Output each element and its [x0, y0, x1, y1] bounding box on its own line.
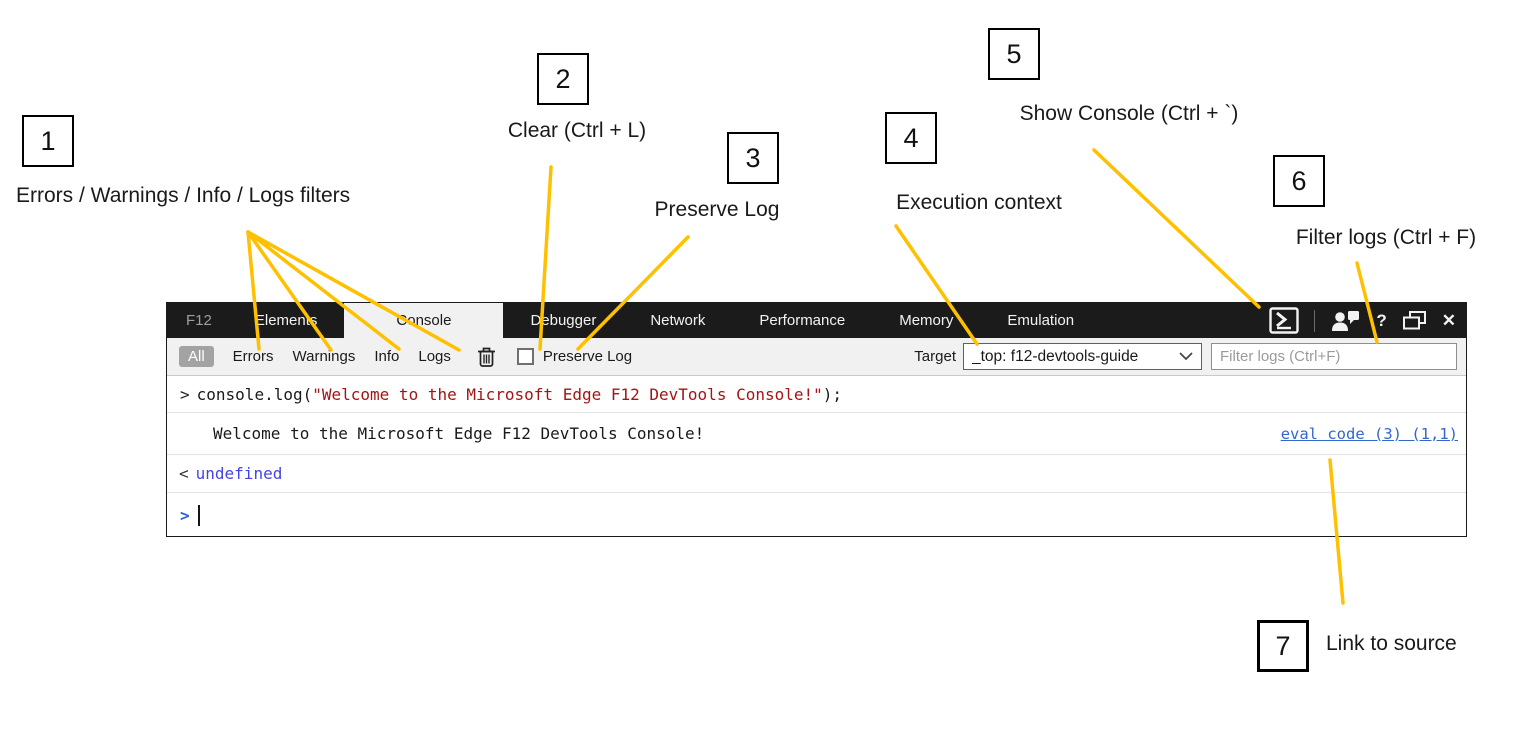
chevron-down-icon: [1179, 348, 1193, 366]
callout-number: 4: [903, 122, 919, 153]
tab-network[interactable]: Network: [650, 312, 706, 329]
callout-label-show-console: Show Console (Ctrl + `): [1019, 102, 1239, 125]
console-toolbar: All Errors Warnings Info Logs Preserve L…: [167, 338, 1466, 376]
code-suffix: );: [822, 384, 843, 404]
code-prefix: console.log(: [196, 384, 313, 404]
callout-box-6: 6: [1273, 155, 1325, 207]
result-value: undefined: [195, 464, 283, 483]
callout-box-2: 2: [537, 53, 589, 105]
devtools-titlebar: F12 Elements Console Debugger Network Pe…: [167, 303, 1466, 338]
console-log-row: Welcome to the Microsoft Edge F12 DevToo…: [167, 412, 1466, 454]
command-code: console.log("Welcome to the Microsoft Ed…: [197, 385, 842, 404]
clear-trash-icon[interactable]: [477, 346, 496, 368]
callout-number: 7: [1275, 630, 1291, 661]
unpin-restore-icon[interactable]: [1402, 310, 1427, 331]
callout-box-5: 5: [988, 28, 1040, 80]
titlebar-separator: [1314, 309, 1316, 332]
callout-number: 3: [745, 142, 761, 173]
console-command-row: > console.log("Welcome to the Microsoft …: [167, 376, 1466, 412]
feedback-person-icon[interactable]: [1330, 308, 1361, 333]
tab-elements[interactable]: Elements: [254, 312, 318, 329]
callout-number: 5: [1006, 38, 1022, 69]
callout-box-1: 1: [22, 115, 74, 167]
console-output-area: > console.log("Welcome to the Microsoft …: [167, 376, 1466, 538]
execution-context-value: _top: f12-devtools-guide: [972, 347, 1139, 365]
callout-number: 2: [555, 63, 571, 94]
devtools-window: F12 Elements Console Debugger Network Pe…: [166, 302, 1467, 537]
callout-box-7: 7: [1257, 620, 1309, 672]
devtools-tab-bar: Elements Console Debugger Network Perfor…: [228, 303, 1101, 338]
callout-label-filters: Errors / Warnings / Info / Logs filters: [16, 184, 351, 207]
console-input-row[interactable]: >: [167, 492, 1466, 538]
callout-label-execution-context: Execution context: [896, 191, 1062, 214]
tab-console[interactable]: Console: [344, 303, 504, 338]
callout-label-filter-logs: Filter logs (Ctrl + F): [1295, 226, 1477, 249]
tab-memory[interactable]: Memory: [899, 312, 954, 329]
filter-logs-input[interactable]: [1211, 343, 1457, 370]
code-string-literal: "Welcome to the Microsoft Edge F12 DevTo…: [312, 384, 823, 404]
callout-box-3: 3: [727, 132, 779, 184]
text-cursor: [197, 505, 200, 526]
show-console-icon[interactable]: [1269, 307, 1300, 334]
callout-box-4: 4: [885, 112, 937, 164]
source-link[interactable]: eval code (3) (1,1): [1280, 424, 1458, 443]
callout-label-clear: Clear (Ctrl + L): [507, 119, 647, 142]
target-label: Target: [914, 348, 956, 365]
callout-number: 6: [1291, 165, 1307, 196]
f12-brand-label: F12: [186, 312, 212, 329]
result-marker-chevron: <: [179, 464, 189, 483]
command-prompt-chevron: >: [180, 384, 190, 404]
filter-all-button[interactable]: All: [179, 346, 214, 367]
input-prompt-chevron: >: [180, 506, 190, 525]
callout-label-link-to-source: Link to source: [1326, 632, 1457, 655]
console-result-row: < undefined: [167, 454, 1466, 492]
preserve-log-label[interactable]: Preserve Log: [542, 348, 633, 365]
callout-label-preserve-log: Preserve Log: [654, 198, 780, 221]
log-message: Welcome to the Microsoft Edge F12 DevToo…: [213, 424, 705, 443]
tab-performance[interactable]: Performance: [759, 312, 846, 329]
filter-warnings-button[interactable]: Warnings: [292, 348, 356, 365]
tab-emulation[interactable]: Emulation: [1007, 312, 1075, 329]
titlebar-icon-cluster: ? ✕: [1269, 303, 1456, 338]
preserve-log-checkbox[interactable]: [516, 348, 534, 365]
close-icon[interactable]: ✕: [1441, 310, 1456, 330]
execution-context-select[interactable]: _top: f12-devtools-guide: [963, 343, 1202, 370]
filter-logs-button[interactable]: Logs: [418, 348, 451, 365]
filter-info-button[interactable]: Info: [374, 348, 400, 365]
callout-number: 1: [40, 125, 56, 156]
help-icon[interactable]: ?: [1376, 310, 1387, 330]
filter-errors-button[interactable]: Errors: [232, 348, 274, 365]
tab-debugger[interactable]: Debugger: [530, 312, 597, 329]
